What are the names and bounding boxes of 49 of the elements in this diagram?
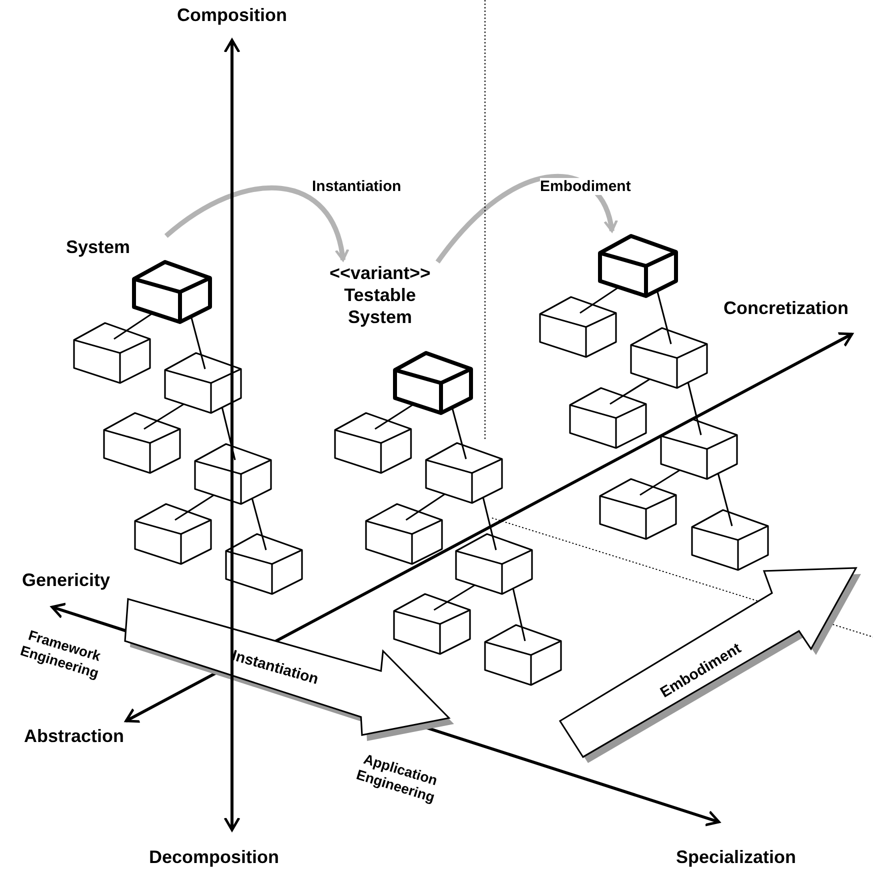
cube	[392, 592, 473, 656]
cube	[224, 532, 305, 596]
cube	[424, 441, 505, 505]
cube	[629, 326, 710, 390]
connector-line	[251, 498, 267, 550]
cube	[483, 623, 564, 687]
connector-line	[656, 290, 672, 344]
cube	[598, 477, 679, 541]
axis-label: Decomposition	[148, 846, 280, 868]
connector-line	[114, 312, 154, 340]
axis-label: Abstraction	[22, 726, 125, 746]
cube	[72, 321, 153, 385]
connector-line	[434, 584, 476, 611]
cube	[659, 417, 740, 481]
edge-label: Embodiment	[540, 178, 631, 195]
connector-line	[174, 494, 214, 521]
connector-line	[451, 406, 467, 460]
connector-line	[482, 496, 497, 550]
connector-line	[580, 286, 620, 314]
cube	[364, 502, 445, 566]
cube	[193, 442, 274, 506]
connector-line	[717, 472, 733, 526]
connector-line	[687, 382, 702, 436]
connector-line	[512, 588, 526, 642]
cube	[454, 532, 535, 596]
connector-line	[406, 493, 446, 521]
connector-line	[610, 378, 650, 405]
cube	[333, 411, 414, 475]
cube	[102, 411, 183, 475]
cube	[538, 295, 619, 359]
node-label: Testable System	[343, 284, 417, 328]
axis-label: Specialization	[674, 846, 798, 868]
connector-line	[221, 406, 236, 460]
cube	[163, 351, 244, 415]
curved-arrow	[436, 174, 617, 264]
axis-label: Concretization	[722, 298, 850, 318]
node-label: <<variant>>	[328, 262, 432, 284]
cube	[568, 386, 649, 450]
axis-label: Composition	[176, 4, 288, 26]
connector-line	[190, 316, 206, 370]
node-label: System	[66, 236, 132, 258]
cube	[597, 233, 680, 299]
axis-label: Genericity	[20, 570, 112, 590]
cube	[133, 502, 214, 566]
curved-arrow	[164, 186, 348, 262]
connector-line	[144, 403, 184, 430]
cube	[690, 508, 771, 572]
connector-line	[374, 403, 414, 430]
connector-line	[640, 469, 680, 496]
